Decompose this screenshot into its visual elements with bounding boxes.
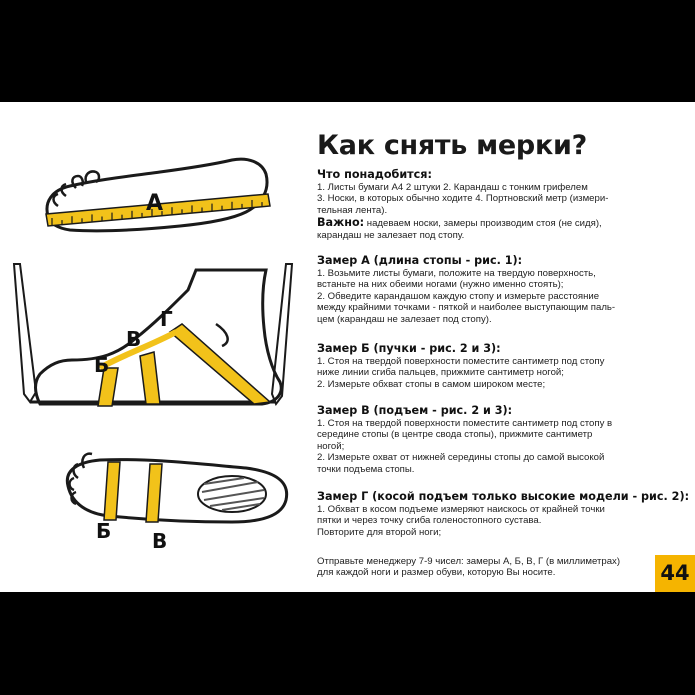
section-line: 1. Возьмите листы бумаги, положите на тв… bbox=[317, 268, 596, 279]
section-g: Замер Г (косой подъем только высокие мод… bbox=[317, 490, 690, 538]
section-line: 2. Обведите карандашом каждую стопу и из… bbox=[317, 290, 600, 302]
section-line: 1. Стоя на твердой поверхности поместите… bbox=[317, 418, 613, 429]
section-line: между крайними точками - пяткой и наибол… bbox=[317, 302, 616, 314]
needed-heading: Что понадобится: bbox=[317, 168, 432, 181]
section-line: ниже линии сгиба пальцев, прижмите санти… bbox=[317, 367, 564, 379]
label-b: Б bbox=[94, 353, 109, 377]
section-heading: Замер Б (пучки - рис. 2 и 3): bbox=[317, 342, 501, 355]
section-heading: Замер В (подъем - рис. 2 и 3): bbox=[317, 404, 513, 417]
section-line: ногой; bbox=[317, 440, 345, 452]
section-a: Замер А (длина стопы - рис. 1): 1. Возьм… bbox=[317, 254, 652, 325]
section-line: 2. Измерьте обхват стопы в самом широком… bbox=[317, 378, 546, 390]
needed-block: Что понадобится: 1. Листы бумаги А4 2 шт… bbox=[317, 168, 652, 242]
footer-note: Отправьте менеджеру 7-9 чисел: замеры А,… bbox=[317, 556, 652, 579]
label-v-sole: В bbox=[152, 529, 167, 553]
instruction-sheet: А Б В Г bbox=[0, 102, 695, 592]
figure-foot-sole: Б В bbox=[65, 452, 289, 553]
needed-line: 3. Носки, в которых обычно ходите 4. Пор… bbox=[317, 193, 609, 205]
label-g: Г bbox=[160, 307, 173, 331]
section-line: точки подъема стопы. bbox=[317, 463, 415, 475]
important-text: надеваем носки, замеры производим стоя (… bbox=[364, 218, 602, 230]
section-line: цем (карандаш не залезает под стопу). bbox=[317, 313, 492, 325]
important-label: Важно: bbox=[317, 216, 365, 230]
section-line: середине стопы (в центре свода стопы), п… bbox=[317, 429, 593, 441]
figure-foot-side: Б В Г bbox=[12, 263, 294, 407]
needed-line: тельная лента). bbox=[317, 204, 388, 216]
section-line: 1. Обхват в косом подъеме измеряют наиск… bbox=[317, 504, 605, 515]
section-heading: Замер Г (косой подъем только высокие мод… bbox=[317, 490, 690, 503]
page-number-badge: 44 bbox=[655, 555, 695, 592]
important-text-2: карандаш не залезает под стопу. bbox=[317, 230, 465, 242]
label-b-sole: Б bbox=[96, 519, 111, 543]
needed-line: 1. Листы бумаги А4 2 штуки 2. Карандаш с… bbox=[317, 182, 588, 193]
label-v: В bbox=[126, 327, 141, 351]
section-v: Замер В (подъем - рис. 2 и 3): 1. Стоя н… bbox=[317, 404, 652, 475]
label-a: А bbox=[146, 191, 163, 216]
page-title: Как снять мерки? bbox=[317, 130, 587, 161]
figure-foot-length: А bbox=[45, 157, 271, 233]
section-heading: Замер А (длина стопы - рис. 1): bbox=[317, 254, 523, 267]
section-line: 2. Измерьте охват от нижней середины сто… bbox=[317, 452, 605, 464]
section-line: встаньте на них обеими ногами (нужно име… bbox=[317, 279, 564, 291]
section-line: пятки и через точку сгиба голеностопного… bbox=[317, 515, 542, 527]
section-line: 1. Стоя на твердой поверхности поместите… bbox=[317, 356, 605, 367]
section-b: Замер Б (пучки - рис. 2 и 3): 1. Стоя на… bbox=[317, 342, 652, 390]
footer-line: для каждой ноги и размер обуви, которую … bbox=[317, 567, 556, 579]
foot-illustrations: А Б В Г bbox=[12, 157, 294, 553]
section-line: Повторите для второй ноги; bbox=[317, 526, 442, 538]
footer-line: Отправьте менеджеру 7-9 чисел: замеры А,… bbox=[317, 556, 621, 567]
